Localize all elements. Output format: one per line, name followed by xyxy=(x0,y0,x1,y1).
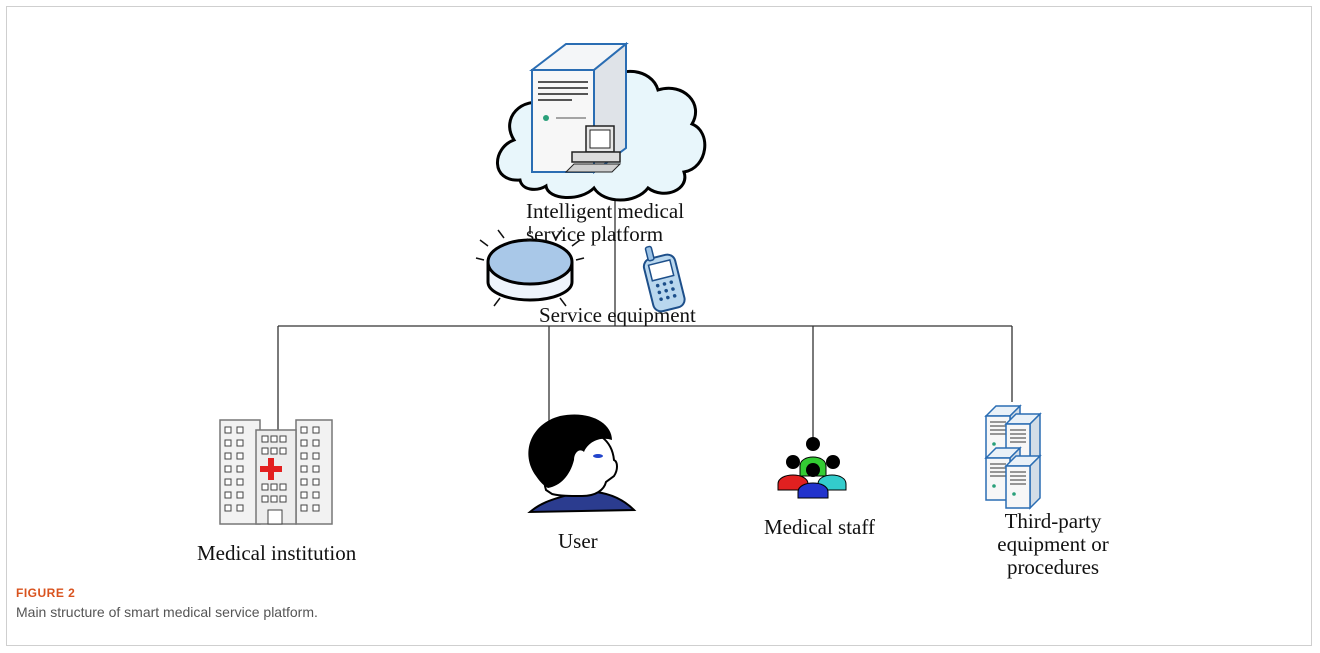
desktop-computer-icon xyxy=(564,125,622,173)
figure-caption: Main structure of smart medical service … xyxy=(16,604,318,620)
mobile-phone-icon xyxy=(642,245,686,313)
third-party-servers-icon xyxy=(984,404,1042,510)
node-label-institution: Medical institution xyxy=(197,541,357,565)
user-head-icon xyxy=(527,414,637,514)
figure-frame xyxy=(6,6,1312,646)
hospital-building-icon xyxy=(219,419,333,525)
node-label-user: User xyxy=(558,529,598,553)
medical-staff-icon xyxy=(777,437,847,499)
hub-device-icon xyxy=(475,226,585,307)
node-label-staff: Medical staff xyxy=(764,515,875,539)
node-label-thirdparty: Third-party equipment or procedures xyxy=(997,509,1109,579)
service-equipment-label: Service equipment xyxy=(539,303,696,327)
connector-lines xyxy=(277,175,1013,440)
figure-number: FIGURE 2 xyxy=(16,586,76,600)
platform-label: Intelligent medical service platform xyxy=(526,199,685,246)
